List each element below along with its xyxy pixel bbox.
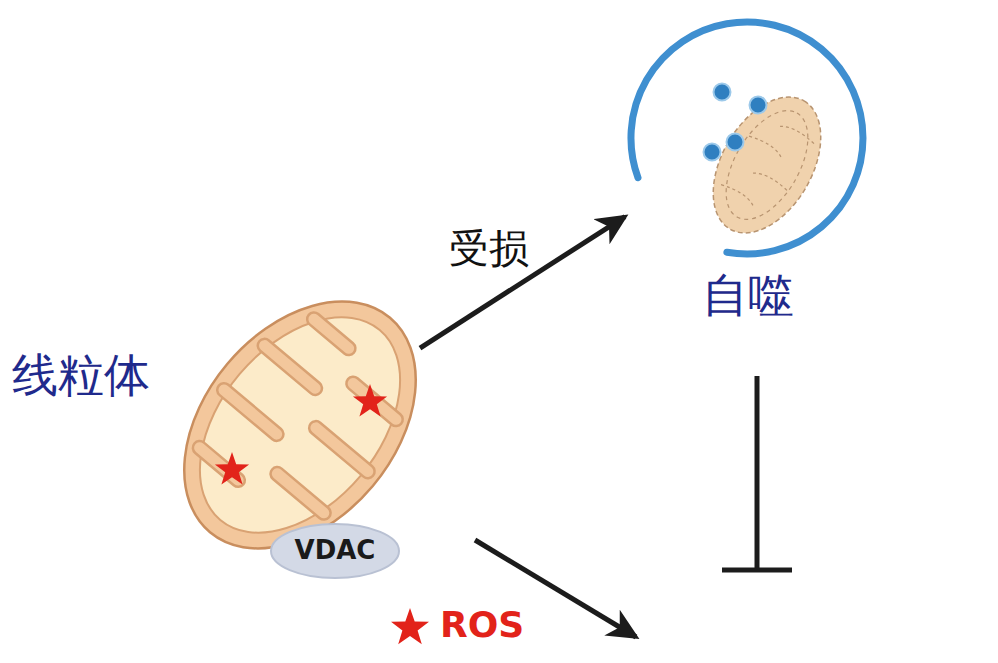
ros-label: ROS — [440, 603, 524, 646]
damage-arrow — [420, 217, 625, 348]
inhibition-line — [755, 376, 760, 570]
ros-star — [391, 608, 429, 644]
inhibition-bar — [722, 568, 792, 573]
node-label: 自噬 — [625, 268, 870, 323]
channel-label: VDAC — [295, 535, 376, 566]
autophagosome: 自噬 — [625, 18, 870, 258]
mitochondrion: VDAC线粒体 — [180, 290, 420, 560]
edge-label: 受损 — [449, 224, 529, 272]
mitochondrion-shape — [180, 290, 420, 560]
autophagosome-shape — [625, 18, 870, 258]
vdac-channel: VDAC — [269, 522, 401, 580]
node-label: 线粒体 — [12, 348, 150, 403]
